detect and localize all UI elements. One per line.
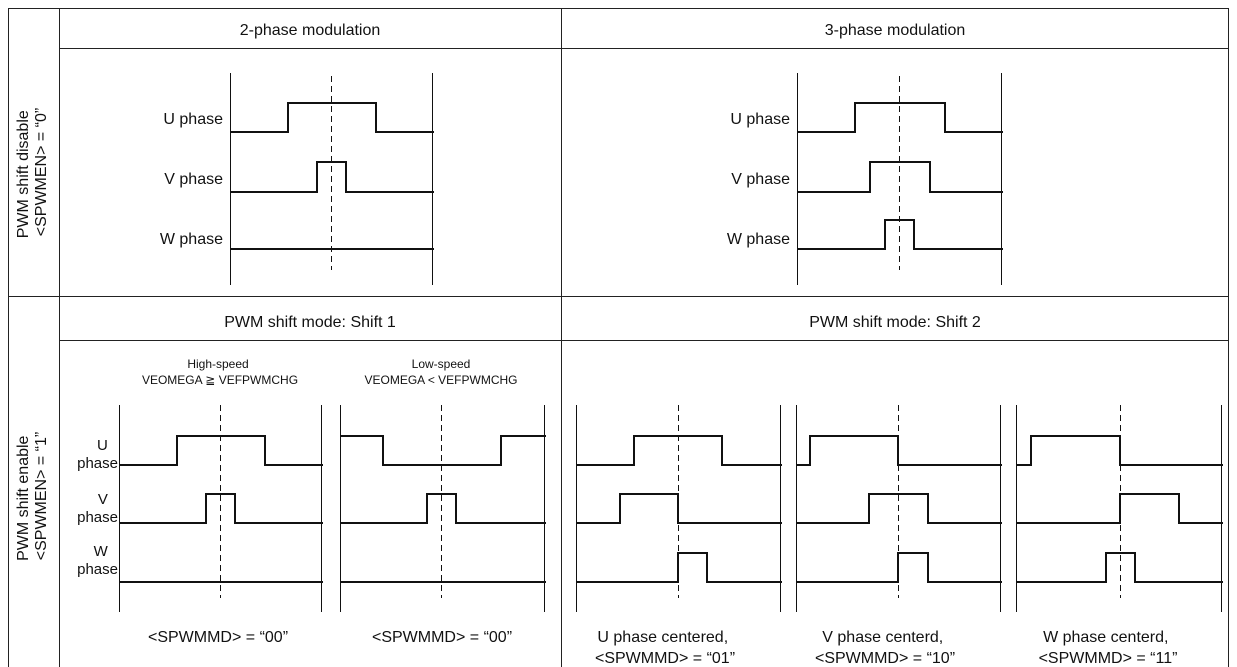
row-label-enable-line1: PWM shift enable [15,435,32,560]
header-3phase: 3-phase modulation [825,22,966,39]
header-shift2: PWM shift mode: Shift 2 [809,314,981,331]
row-label-enable: PWM shift enable <SPWMEN> = “1” [15,431,50,561]
table-grid [8,8,1229,667]
tl-w-phase-label: W phase [160,231,223,248]
header-2phase: 2-phase modulation [240,22,381,39]
row-label-disable-line1: PWM shift disable [15,110,32,238]
u-phase-waveform [119,435,323,466]
bl-u-phase-label-top: U [97,437,108,454]
waveform-panel-shift2-v-centered [796,405,1002,612]
high-speed-condition: VEOMEGA ≧ VEFPWMCHG [142,373,298,387]
row-label-disable: PWM shift disable <SPWMEN> = “0” [15,106,50,239]
bl-u-phase-label: U phase [77,437,118,472]
low-speed-condition: VEOMEGA < VEFPWMCHG [364,373,517,387]
bl-w-phase-label-top: W [94,543,109,560]
u-phase-waveform [796,435,1002,466]
tr-w-phase-label: W phase [727,231,790,248]
bl-u-phase-label-bottom: phase [77,455,118,472]
v-phase-waveform [230,161,434,193]
tl-u-phase-label: U phase [163,111,223,128]
caption-u-centered-line2: <SPWMMD> = “01” [595,650,735,667]
w-phase-waveform [576,552,782,583]
v-phase-waveform [796,493,1002,524]
v-phase-waveform [797,161,1003,193]
caption-high-speed: <SPWMMD> = “00” [148,629,288,646]
caption-low-speed: <SPWMMD> = “00” [372,629,512,646]
waveform-panel-2phase [230,73,434,285]
bl-w-phase-label: W phase [77,543,118,578]
caption-w-centered: W phase centerd, <SPWMMD> = “11” [1039,629,1178,667]
bl-v-phase-label: V phase [77,491,118,526]
v-phase-waveform [340,493,546,524]
bl-v-phase-label-bottom: phase [77,509,118,526]
waveform-panel-shift1-high-speed [119,405,323,612]
bl-v-phase-label-top: V [98,491,108,508]
v-phase-waveform [576,493,782,524]
caption-v-centered-line1: V phase centerd, [822,629,943,646]
u-phase-waveform [576,435,782,466]
waveform-panel-3phase [797,73,1003,285]
u-phase-waveform [797,102,1003,133]
u-phase-waveform [230,102,434,133]
w-phase-waveform [796,552,1002,583]
caption-u-centered: U phase centered, <SPWMMD> = “01” [595,629,735,667]
u-phase-waveform [340,435,546,466]
tr-v-phase-label: V phase [731,171,790,188]
header-shift1: PWM shift mode: Shift 1 [224,314,396,331]
waveform-panel-shift2-w-centered [1016,405,1223,612]
v-phase-waveform [119,493,323,524]
row-label-disable-line2: <SPWMEN> = “0” [33,108,50,236]
w-phase-waveform [797,219,1003,250]
tr-u-phase-label: U phase [730,111,790,128]
high-speed-title: High-speed [187,357,248,371]
waveform-panel-shift1-low-speed [340,405,546,612]
row-label-enable-line2: <SPWMEN> = “1” [33,432,50,560]
bl-w-phase-label-bottom: phase [77,561,118,578]
u-phase-waveform [1016,435,1223,466]
v-phase-waveform [1016,493,1223,524]
caption-v-centered: V phase centerd, <SPWMMD> = “10” [815,629,955,667]
caption-v-centered-line2: <SPWMMD> = “10” [815,650,955,667]
tl-v-phase-label: V phase [164,171,223,188]
low-speed-title: Low-speed [412,357,471,371]
caption-u-centered-line1: U phase centered, [597,629,728,646]
w-phase-waveform [1016,552,1223,583]
caption-w-centered-line1: W phase centerd, [1043,629,1168,646]
waveform-panel-shift2-u-centered [576,405,782,612]
caption-w-centered-line2: <SPWMMD> = “11” [1039,650,1178,667]
